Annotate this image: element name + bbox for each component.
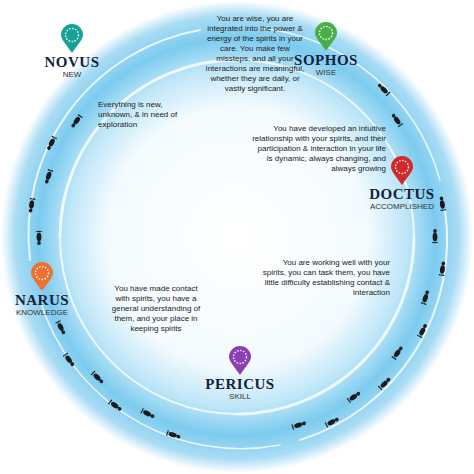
footprint [166,430,181,440]
footprint [46,136,58,151]
footprint [90,370,104,384]
footprint [439,261,447,276]
footprint [55,320,67,335]
stage-meaning: KNOWLEDGE [16,308,68,317]
map-pin [228,346,252,376]
footprint [36,231,42,245]
footprint [391,345,404,360]
stage-meaning: SKILL [229,392,251,401]
footprint-trail [28,82,447,440]
footprint [347,390,362,403]
footprint [324,416,339,428]
stage-marker: NOVUSNEW [45,24,100,79]
stage-marker: NARUSKNOWLEDGE [15,262,69,317]
map-pin [390,156,414,186]
stage-meaning: ACCOMPLISHED [370,202,434,211]
footprint [291,420,306,430]
footprint [390,112,403,127]
footprint [140,408,155,420]
footprint [378,376,392,390]
map-pin [60,24,84,54]
stage-marker: PERICUSSKILL [205,346,274,401]
stage-description: Everything is new, unknown, & in need of… [98,100,178,130]
stage-name: NOVUS [45,54,100,70]
stage-description: You are working well with your spirits, … [262,258,390,298]
stage-name: NARUS [15,292,69,308]
footprint [421,290,431,305]
footprint [44,169,54,184]
map-pin [30,262,54,292]
stage-description: You are wise, you are integrated into th… [203,14,307,94]
footprint [432,229,438,243]
footprint [28,198,36,213]
footprint [417,323,429,338]
footprint [376,82,390,96]
stage-name: DOCTUS [369,186,435,202]
stage-meaning: NEW [63,70,82,79]
footprint [108,399,123,412]
footprint [438,196,446,211]
stage-description: You have developed an intuitive relation… [252,124,386,174]
footprint [70,114,83,129]
stage-description: You have made contact with spirits, you … [108,284,204,334]
stage-name: PERICUS [205,376,274,392]
footprint [63,352,76,367]
map-pin [314,22,338,52]
stage-meaning: WISE [316,68,336,77]
